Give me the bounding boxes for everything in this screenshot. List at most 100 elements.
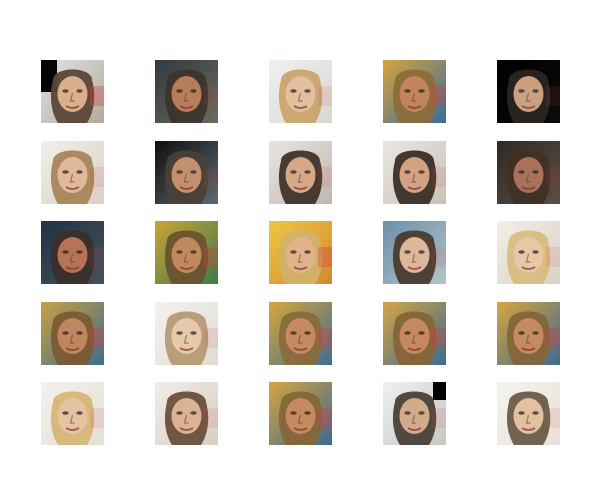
eye-shape [190, 170, 197, 174]
mouth-stroke [293, 105, 308, 109]
color-artifact [546, 86, 560, 106]
nose-stroke [297, 253, 303, 263]
mouth-stroke [293, 427, 308, 431]
face-thumbnail-image [41, 141, 104, 204]
face-thumbnail-image [155, 60, 218, 123]
color-artifact [90, 247, 104, 267]
mouth-stroke [293, 186, 308, 190]
eye-shape [290, 411, 297, 415]
nose-stroke [69, 334, 75, 344]
face-thumbnail-image [383, 60, 446, 123]
mouth-stroke [65, 186, 80, 190]
face-thumbnail [383, 382, 446, 445]
face-thumbnail-image [383, 382, 446, 445]
eye-shape [290, 331, 297, 335]
eye-shape [62, 170, 69, 174]
nose-stroke [297, 414, 303, 424]
color-artifact [432, 167, 446, 187]
nose-stroke [297, 334, 303, 344]
color-artifact [204, 167, 218, 187]
eye-shape [176, 331, 183, 335]
eye-shape [418, 411, 425, 415]
color-artifact [90, 408, 104, 428]
eye-shape [76, 250, 83, 254]
eye-shape [532, 250, 539, 254]
nose-stroke [297, 92, 303, 102]
color-artifact [546, 167, 560, 187]
mouth-stroke [293, 266, 308, 270]
eye-shape [76, 411, 83, 415]
face-thumbnail-image [41, 60, 104, 123]
mouth-stroke [293, 347, 308, 351]
eye-shape [304, 89, 311, 93]
eye-shape [418, 89, 425, 93]
eye-shape [76, 170, 83, 174]
eye-shape [190, 411, 197, 415]
nose-stroke [69, 173, 75, 183]
eye-shape [290, 170, 297, 174]
mouth-stroke [521, 427, 536, 431]
nose-stroke [183, 414, 189, 424]
eye-shape [304, 170, 311, 174]
face-thumbnail [155, 141, 218, 204]
face-thumbnail-image [269, 302, 332, 365]
face-thumbnail [41, 302, 104, 365]
eye-shape [62, 250, 69, 254]
nose-stroke [183, 334, 189, 344]
nose-stroke [69, 92, 75, 102]
face-thumbnail-image [155, 302, 218, 365]
face-thumbnail-image [41, 382, 104, 445]
eye-shape [404, 250, 411, 254]
eye-shape [532, 331, 539, 335]
mouth-stroke [407, 266, 422, 270]
eye-shape [76, 331, 83, 335]
eye-shape [518, 250, 525, 254]
nose-stroke [525, 334, 531, 344]
face-thumbnail [383, 302, 446, 365]
face-thumbnail [383, 60, 446, 123]
face-thumbnail-image [269, 382, 332, 445]
mouth-stroke [65, 266, 80, 270]
face-thumbnail [269, 382, 332, 445]
face-thumbnail-image [497, 221, 560, 284]
nose-stroke [525, 253, 531, 263]
color-artifact [432, 328, 446, 348]
mouth-stroke [521, 347, 536, 351]
face-thumbnail-image [155, 141, 218, 204]
mouth-stroke [65, 427, 80, 431]
face-thumbnail [155, 382, 218, 445]
nose-stroke [183, 92, 189, 102]
eye-shape [418, 250, 425, 254]
color-artifact [204, 328, 218, 348]
eye-shape [176, 250, 183, 254]
face-thumbnail-image [383, 141, 446, 204]
color-artifact [90, 167, 104, 187]
face-thumbnail [41, 221, 104, 284]
eye-shape [304, 331, 311, 335]
face-thumbnail [41, 60, 104, 123]
eye-shape [176, 89, 183, 93]
face-thumbnail-image [269, 221, 332, 284]
mouth-stroke [179, 186, 194, 190]
nose-stroke [69, 253, 75, 263]
eye-shape [76, 89, 83, 93]
color-artifact [318, 247, 332, 267]
nose-stroke [525, 92, 531, 102]
color-artifact [546, 328, 560, 348]
eye-shape [532, 89, 539, 93]
eye-shape [518, 411, 525, 415]
color-artifact [432, 247, 446, 267]
face-thumbnail-image [497, 60, 560, 123]
face-thumbnail-image [383, 302, 446, 365]
color-artifact [318, 86, 332, 106]
mouth-stroke [179, 266, 194, 270]
nose-stroke [297, 173, 303, 183]
face-thumbnail [155, 221, 218, 284]
color-artifact [318, 408, 332, 428]
face-thumbnail [269, 221, 332, 284]
face-thumbnail-image [41, 221, 104, 284]
eye-shape [190, 89, 197, 93]
eye-shape [190, 331, 197, 335]
eye-shape [304, 411, 311, 415]
